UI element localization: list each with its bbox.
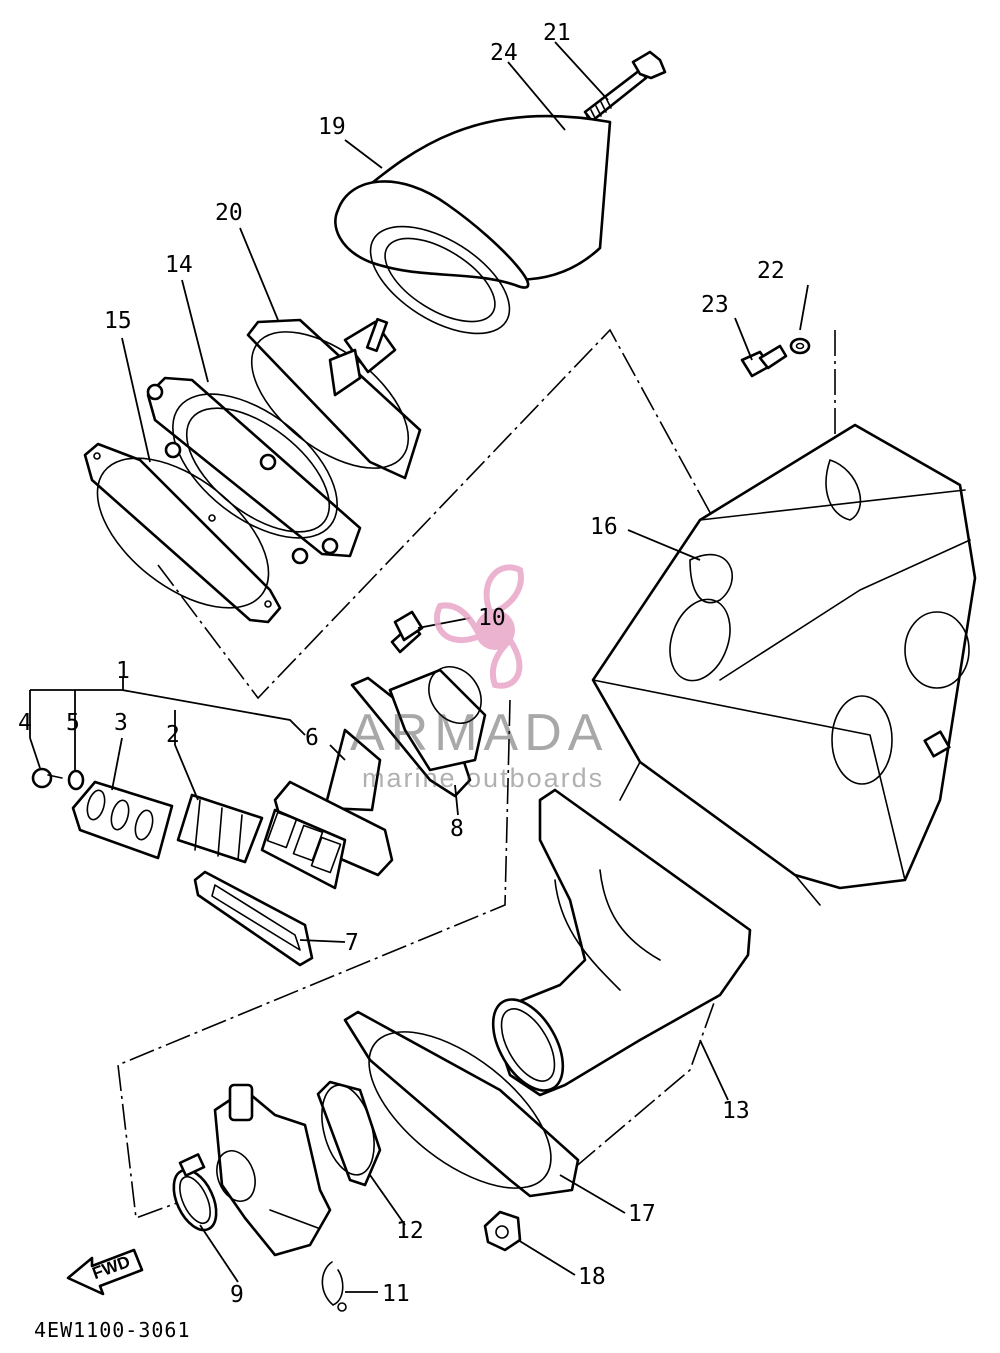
callout-22: 22 [757,258,785,284]
callout-6: 6 [305,725,319,751]
callout-20: 20 [215,200,243,226]
callout-14: 14 [165,252,193,278]
fwd-arrow-badge [66,1248,144,1296]
callout-17: 17 [628,1201,656,1227]
part-23-bolt [740,344,788,378]
callout-3: 3 [114,710,128,736]
callout-7: 7 [345,930,359,956]
part-4-screw [31,767,63,789]
part-20-filter-case [246,317,422,480]
part-5-washer [67,769,85,791]
callout-11: 11 [382,1281,410,1307]
callout-15: 15 [104,308,132,334]
part-19-filter-element [334,114,612,335]
part-10-screw [390,610,424,654]
callout-10: 10 [478,605,506,631]
callout-23: 23 [701,292,729,318]
drawing-code: 4EW1100-3061 [34,1318,191,1342]
callout-1: 1 [116,658,130,684]
part-7-gasket [193,870,314,967]
part-2-reed-petals [176,793,264,864]
part-6-reed-housing [260,728,394,890]
callout-16: 16 [590,514,618,540]
part-18-nut [483,1210,522,1252]
carburetor [213,1083,332,1257]
part-15-gasket [83,442,282,624]
part-17-gasket [343,1010,580,1198]
part-12-flange [316,1080,382,1187]
callout-4: 4 [18,710,32,736]
callout-5: 5 [66,710,80,736]
part-21-bolt [583,50,667,125]
callout-18: 18 [578,1264,606,1290]
leader-lines [29,41,809,1293]
part-22-washer [789,337,811,355]
part-9-clamp [172,1153,218,1232]
callout-13: 13 [722,1098,750,1124]
callout-2: 2 [166,722,180,748]
callout-9: 9 [230,1282,244,1308]
callout-12: 12 [396,1218,424,1244]
callout-21: 21 [543,20,571,46]
part-16-silencer-box [591,423,977,906]
armada-propeller-logo [433,564,524,689]
part-14-filter-plate [146,376,362,565]
part-13-intake-duct [491,788,752,1097]
part-3-stopper [71,780,174,860]
part-8-joint [350,666,487,798]
part-11-clip [321,1261,347,1312]
watermark-subtitle: marine outboards [362,763,605,793]
watermark-name: ARMADA [350,704,609,762]
callout-19: 19 [318,114,346,140]
callout-8: 8 [450,816,464,842]
callout-24: 24 [490,40,518,66]
